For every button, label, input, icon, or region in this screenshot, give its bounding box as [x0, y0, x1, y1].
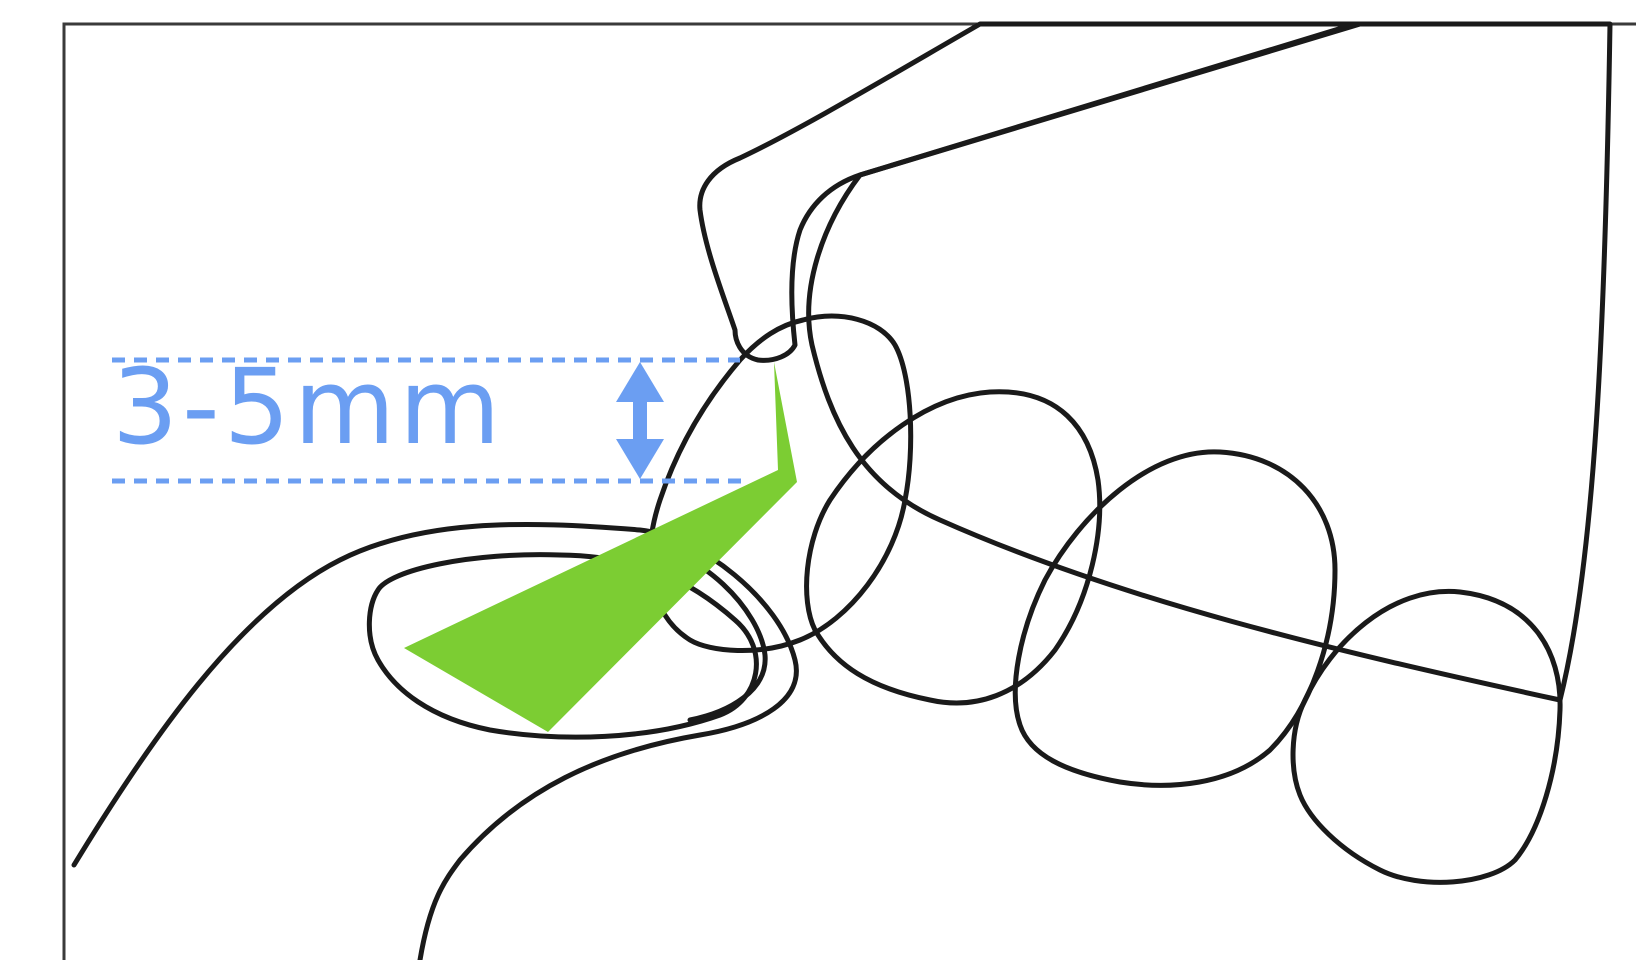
- tooth-3: [1015, 452, 1335, 785]
- measurement-label: 3-5mm: [112, 355, 504, 459]
- tooth-4: [1293, 591, 1560, 882]
- scaler-instrument: [700, 24, 1360, 360]
- double-arrow-vertical-icon: [616, 362, 664, 479]
- frame-border: [64, 24, 1636, 960]
- tooth-2: [807, 392, 1100, 703]
